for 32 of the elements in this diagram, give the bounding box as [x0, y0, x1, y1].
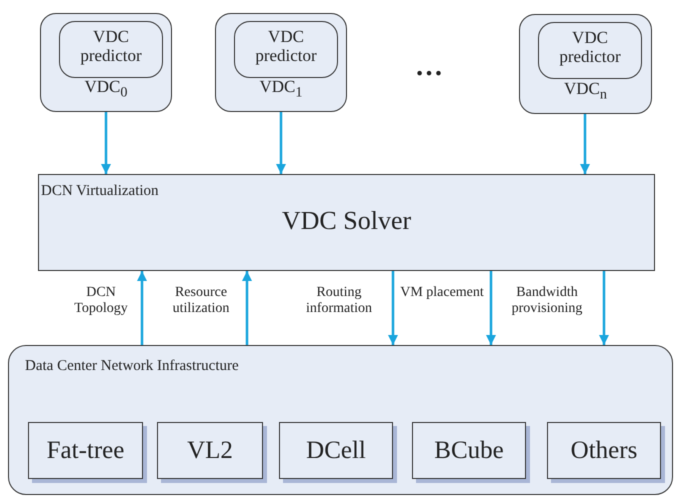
arrow	[101, 112, 111, 174]
vdc-label: VDC$_{0}$	[84, 78, 128, 101]
vdc-panel	[519, 14, 652, 114]
predictor-box	[59, 21, 163, 78]
ellipsis-text: …	[415, 52, 443, 83]
topology-label: VL2	[186, 437, 234, 464]
vdc-label: VDC$_{n}$	[563, 80, 608, 103]
topology-label: Others	[570, 437, 638, 464]
vdc-panel	[215, 13, 347, 112]
predictor-label: VDC predictor	[79, 28, 143, 66]
predictor-label: VDC predictor	[254, 28, 318, 66]
infrastructure-panel	[8, 345, 673, 495]
topology-label: Fat-tree	[46, 437, 126, 464]
arrow	[580, 114, 590, 174]
arrow	[486, 271, 496, 345]
predictor-box	[538, 22, 642, 79]
vdc-panel	[40, 13, 172, 112]
predictor-box	[234, 21, 338, 78]
arrow	[242, 271, 252, 345]
arrow	[137, 271, 147, 345]
topology-label: DCell	[305, 437, 367, 464]
topology-label: BCube	[433, 437, 505, 464]
layer-title: DCN Virtualization	[41, 183, 159, 200]
arrow	[599, 271, 609, 345]
predictor-label: VDC predictor	[558, 29, 622, 66]
arrow	[276, 112, 286, 174]
layer-title: Data Center Network Infrastructure	[25, 358, 239, 374]
arrow	[388, 271, 398, 345]
vdc-label: VDC$_{1}$	[258, 78, 304, 101]
edge-label: VM placement	[398, 285, 486, 302]
solver-box	[38, 174, 655, 271]
solver-label: VDC Solver	[280, 207, 412, 236]
